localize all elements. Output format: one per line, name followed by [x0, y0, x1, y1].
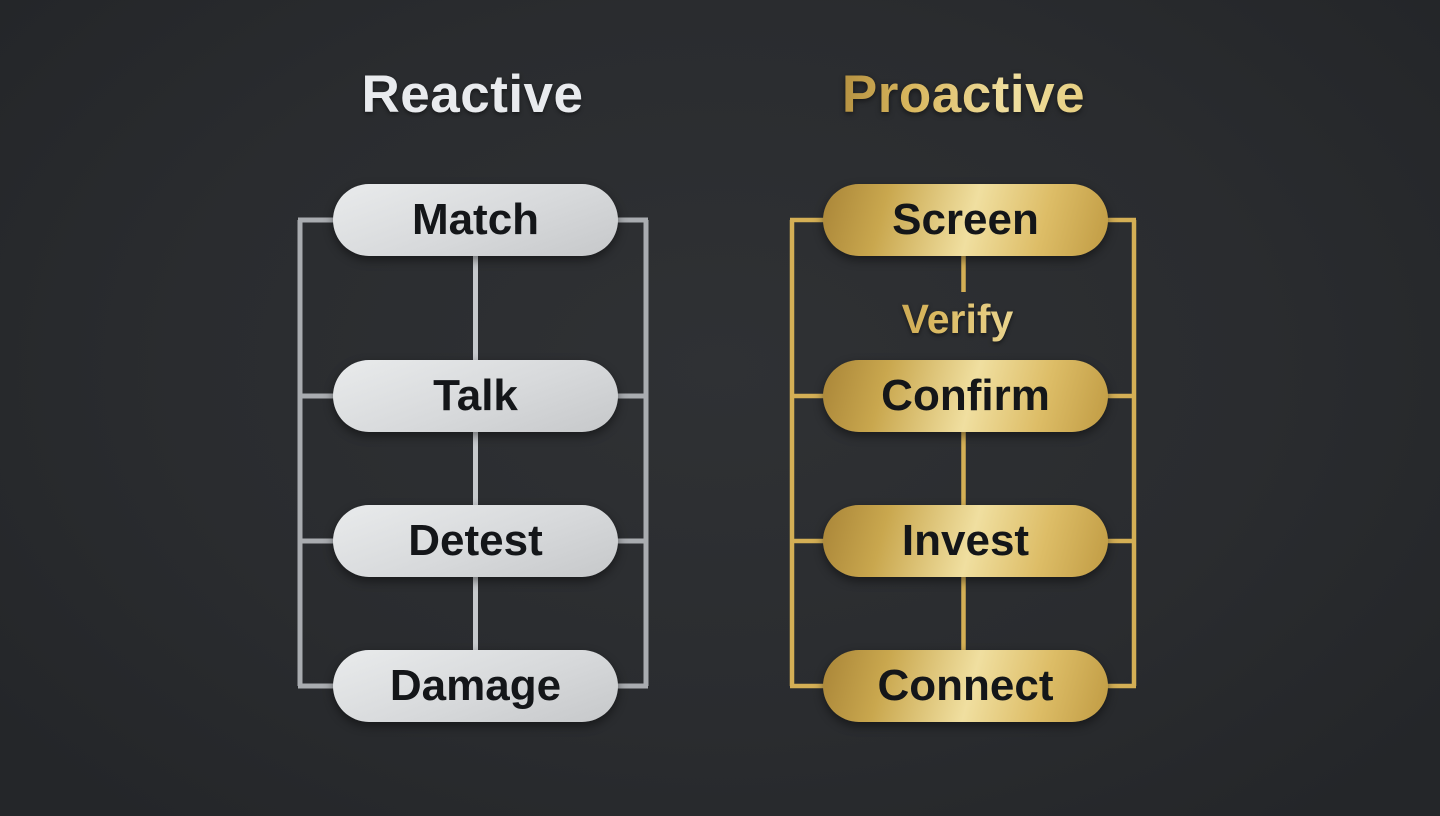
- node-talk: Talk: [333, 360, 618, 432]
- proactive-connectors: [789, 217, 1137, 689]
- node-damage: Damage: [333, 650, 618, 722]
- node-confirm: Confirm: [823, 360, 1108, 432]
- node-screen: Screen: [823, 184, 1108, 256]
- node-connect: Connect: [823, 650, 1108, 722]
- reactive-connectors: [297, 217, 649, 689]
- column-title-proactive: Proactive: [821, 64, 1106, 125]
- label-verify: Verify: [815, 296, 1100, 343]
- node-match: Match: [333, 184, 618, 256]
- node-invest: Invest: [823, 505, 1108, 577]
- node-detest: Detest: [333, 505, 618, 577]
- column-title-reactive: Reactive: [361, 65, 584, 124]
